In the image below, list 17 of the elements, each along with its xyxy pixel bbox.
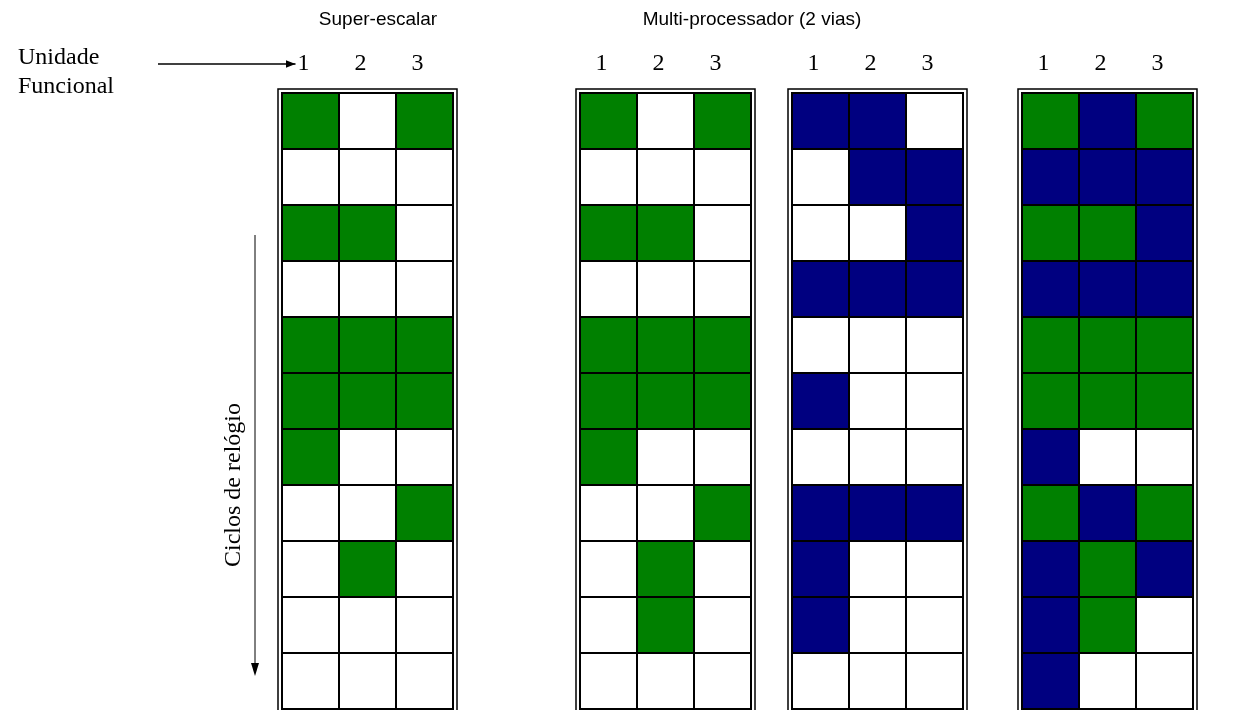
column-number: 3 bbox=[1151, 48, 1164, 77]
column-number: 3 bbox=[411, 48, 424, 77]
column-number: 1 bbox=[807, 48, 820, 77]
arrow bbox=[157, 60, 297, 68]
axis-label: 1 bbox=[297, 48, 312, 77]
column-number: 3 bbox=[709, 48, 722, 77]
axis-label: Ciclos de relógio bbox=[218, 403, 246, 567]
column-number: 1 bbox=[1037, 48, 1050, 77]
column-number: 1 bbox=[595, 48, 608, 77]
column-group-title: Super-escalar bbox=[318, 8, 438, 30]
column-number: 3 bbox=[921, 48, 934, 77]
column-number: 2 bbox=[652, 48, 665, 77]
column-group-title: Multi-processador (2 vias) bbox=[642, 8, 862, 30]
axis-label: Unidade Funcional bbox=[18, 42, 158, 100]
column-number: 2 bbox=[1094, 48, 1107, 77]
column-number: 2 bbox=[354, 48, 367, 77]
column-number: 2 bbox=[864, 48, 877, 77]
